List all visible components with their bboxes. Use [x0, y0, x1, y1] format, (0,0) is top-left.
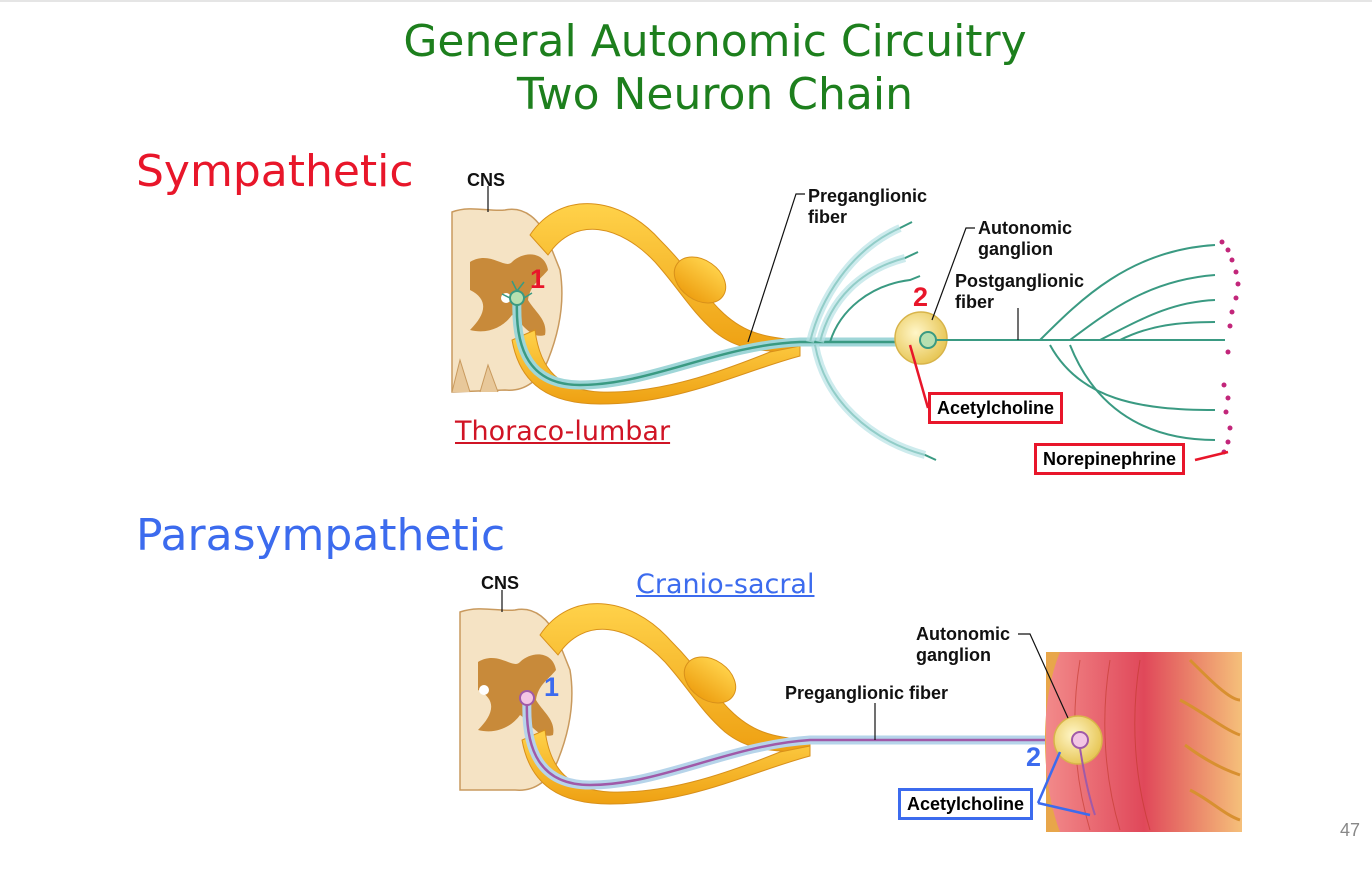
neuron-1-number-para: 1 [544, 672, 560, 702]
mucosal-folds [1179, 658, 1241, 822]
dorsal-root-para [539, 603, 811, 753]
postganglionic-label-1: Postganglionic [955, 271, 1085, 291]
ventral-root [511, 329, 801, 405]
postganglionic-label-2: fiber [955, 292, 995, 312]
cns-label-para: CNS [481, 573, 520, 593]
ganglion-label-para-2: ganglion [916, 645, 991, 665]
ganglion-leader-sym [931, 227, 975, 321]
sympathetic-heading: Sympathetic [136, 146, 414, 197]
norepinephrine-box: Norepinephrine [1034, 443, 1186, 475]
ganglion-label-para-1: Autonomic [916, 624, 1010, 644]
neuron-2-para [1071, 731, 1089, 749]
slide-subtitle: Two Neuron Chain [517, 69, 913, 120]
dorsal-root-ganglion [673, 256, 727, 304]
sympathetic-diagram [451, 186, 1241, 462]
postganglionic-fiber-para [1079, 747, 1096, 816]
neuron-2-sym [919, 331, 937, 349]
neuron-1-sym [509, 290, 525, 306]
pre-leader-sym [747, 193, 805, 343]
norepinephrine-vesicles [1219, 239, 1241, 455]
preganglionic-label-sym-2: fiber [808, 207, 848, 227]
ganglion-leader-para [1018, 633, 1069, 719]
preganglionic-fiber-para [522, 699, 1070, 790]
ganglion-label-sym-1: Autonomic [978, 218, 1072, 238]
cranio-sacral-link[interactable]: Cranio-sacral [636, 569, 815, 600]
parasympathetic-heading: Parasympathetic [136, 510, 506, 561]
thoraco-lumbar-link[interactable]: Thoraco-lumbar [455, 416, 671, 447]
acetylcholine-box-sym: Acetylcholine [928, 392, 1064, 424]
page-number: 47 [1339, 820, 1360, 840]
preganglionic-label-sym-1: Preganglionic [808, 186, 928, 206]
dorsal-root [529, 203, 801, 353]
top-rule [0, 0, 1372, 2]
preganglionic-label-para: Preganglionic fiber [785, 683, 949, 703]
ventral-root-para [521, 729, 811, 805]
neuron-2-number-sym: 2 [913, 282, 929, 312]
postganglionic-fiber-sym [936, 244, 1225, 441]
parasympathetic-diagram [459, 590, 1242, 832]
ach-pointer-sym [908, 344, 930, 409]
cns-label-sym: CNS [467, 170, 506, 190]
ne-pointer-sym [1194, 450, 1229, 462]
neuron-2-number-para: 2 [1026, 742, 1042, 772]
neuron-1-number-sym: 1 [530, 264, 546, 294]
neuron-1-para [519, 690, 535, 706]
ach-pointer-para [1036, 751, 1091, 817]
slide-title: General Autonomic Circuitry [403, 16, 1027, 67]
acetylcholine-box-para: Acetylcholine [898, 788, 1034, 820]
ganglion-label-sym-2: ganglion [978, 239, 1053, 259]
